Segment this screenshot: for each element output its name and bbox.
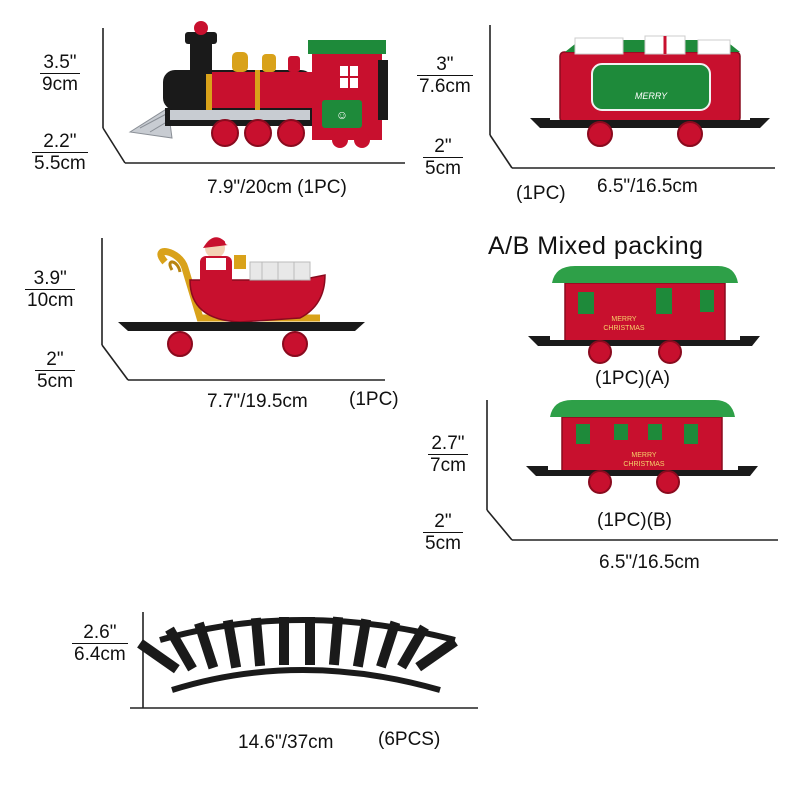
car-a-sign-line2: CHRISTMAS xyxy=(603,325,645,332)
coal-height-label: 3" 7.6cm xyxy=(417,54,473,97)
loco-height-cm: 9cm xyxy=(42,74,78,95)
coal-height-in: 3" xyxy=(417,54,473,76)
track-qty-label: (6PCS) xyxy=(378,729,441,750)
sleigh-height-label: 3.9" 10cm xyxy=(25,268,76,311)
pass-length-label: 6.5"/16.5cm xyxy=(599,552,700,573)
loco-width-label: 2.2" 5.5cm xyxy=(32,131,88,174)
car-a-label: (1PC)(A) xyxy=(595,368,670,389)
coal-qty-label: (1PC) xyxy=(516,183,566,204)
coal-length-label: 6.5"/16.5cm xyxy=(597,176,698,197)
sleigh-height-cm: 10cm xyxy=(27,290,74,311)
pass-width-in: 2" xyxy=(423,511,463,533)
sleigh-qty-label: (1PC) xyxy=(349,389,399,410)
sleigh-length-label: 7.7"/19.5cm xyxy=(207,391,308,412)
loco-length-label: 7.9"/20cm (1PC) xyxy=(207,177,347,198)
coal-width-in: 2" xyxy=(423,136,463,158)
sleigh-width-label: 2" 5cm xyxy=(35,349,75,392)
mixed-packing-title: A/B Mixed packing xyxy=(488,232,704,260)
loco-height-label: 3.5" 9cm xyxy=(40,52,80,95)
loco-depth-axis xyxy=(102,127,126,164)
pass-width-label: 2" 5cm xyxy=(423,511,463,554)
loco-plate-text: ☺ xyxy=(336,108,348,122)
car-b-label: (1PC)(B) xyxy=(597,510,672,531)
pass-depth-axis xyxy=(486,509,513,541)
pass-width-cm: 5cm xyxy=(425,533,461,554)
track-height-cm: 6.4cm xyxy=(74,644,126,665)
sleigh-width-in: 2" xyxy=(35,349,75,371)
loco-width-cm: 5.5cm xyxy=(34,153,86,174)
sleigh-height-in: 3.9" xyxy=(25,268,76,290)
track-height-in: 2.6" xyxy=(72,622,128,644)
sleigh-depth-axis xyxy=(101,344,129,381)
car-a-sign-line1: MERRY xyxy=(611,316,636,323)
loco-width-in: 2.2" xyxy=(32,131,88,153)
pass-height-in: 2.7" xyxy=(428,433,468,455)
pass-height-label: 2.7" 7cm xyxy=(428,433,468,476)
coal-car-panel-text: MERRY xyxy=(635,91,668,101)
coal-depth-axis xyxy=(489,134,513,169)
sleigh-width-cm: 5cm xyxy=(37,371,73,392)
track-height-label: 2.6" 6.4cm xyxy=(72,622,128,665)
coal-height-cm: 7.6cm xyxy=(419,76,471,97)
car-b-sign-line2: CHRISTMAS xyxy=(623,461,665,468)
coal-width-cm: 5cm xyxy=(425,158,461,179)
coal-width-label: 2" 5cm xyxy=(423,136,463,179)
track-length-label: 14.6"/37cm xyxy=(238,732,334,753)
loco-height-in: 3.5" xyxy=(40,52,80,74)
pass-height-cm: 7cm xyxy=(430,455,466,476)
car-b-sign-line1: MERRY xyxy=(631,452,656,459)
